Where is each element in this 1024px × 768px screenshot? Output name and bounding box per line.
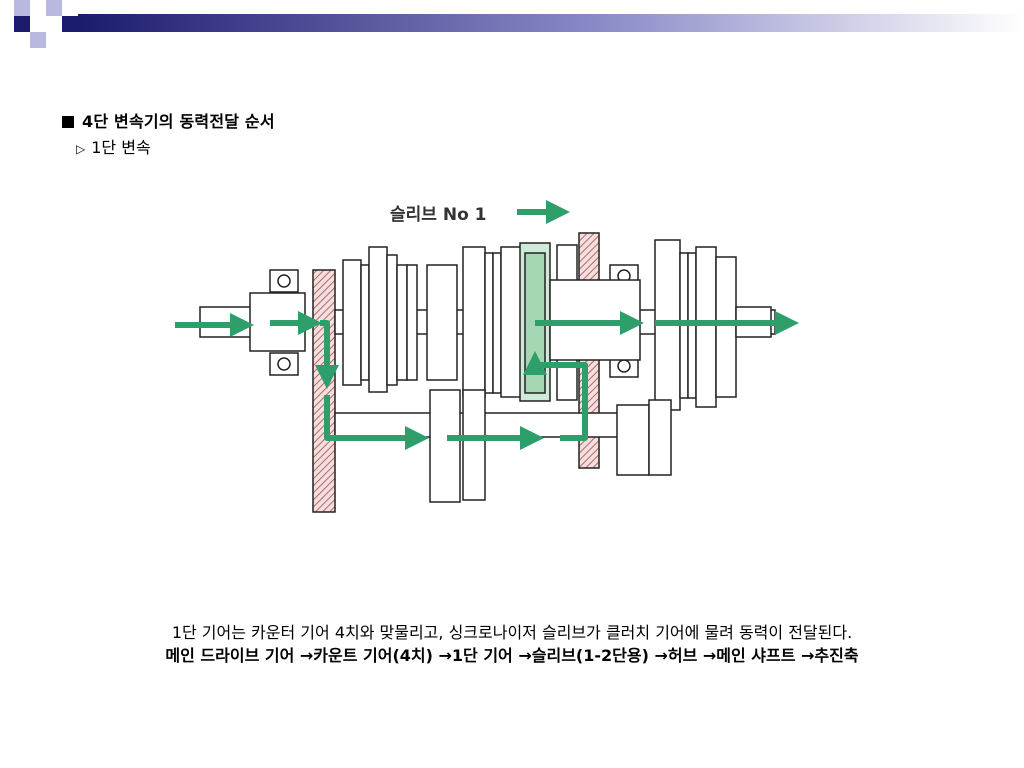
caption-line-1: 1단 기어는 카운터 기어 4치와 맞물리고, 싱크로나이저 슬리브가 클러치 … — [171, 623, 853, 642]
triangle-bullet-icon: ▷ — [76, 142, 86, 156]
sleeve-label: 슬리브 No 1 — [390, 205, 487, 225]
square-bullet-icon — [62, 116, 74, 128]
main-drive-gear — [312, 269, 336, 513]
slide-subheading: ▷1단 변속 — [76, 138, 151, 157]
slide-header-decoration — [14, 0, 1024, 48]
caption-line-2: 메인 드라이브 기어 →카운트 기어(4치) →1단 기어 →슬리브(1-2단용… — [165, 646, 859, 665]
slide-heading: 4단 변속기의 동력전달 순서 — [62, 108, 275, 132]
transmission-diagram — [175, 200, 799, 513]
